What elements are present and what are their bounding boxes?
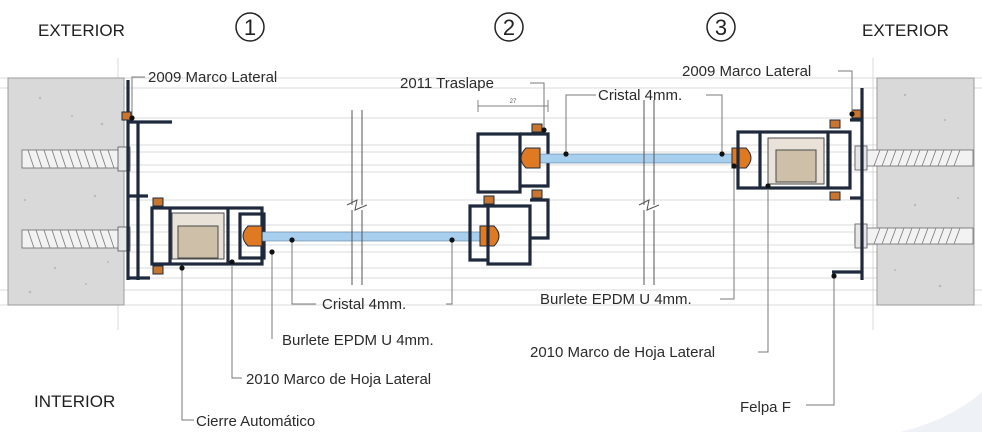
cristal-top-label: Cristal 4mm. bbox=[598, 87, 682, 104]
right-screw-top bbox=[854, 145, 974, 171]
marco-hoja-right-label: 2010 Marco de Hoja Lateral bbox=[530, 344, 715, 361]
left-screw-top bbox=[21, 146, 131, 172]
interior-label: INTERIOR bbox=[34, 392, 115, 411]
marker-3: 3 bbox=[706, 12, 736, 42]
cierre-label: Cierre Automático bbox=[196, 413, 315, 430]
dimension-label: 27 bbox=[510, 99, 517, 105]
cristal-bottom-label: Cristal 4mm. bbox=[322, 296, 406, 313]
right-screw-bottom bbox=[854, 223, 974, 249]
page-corner-shade bbox=[900, 392, 982, 432]
left-wall bbox=[7, 77, 125, 306]
marco-hoja-left-label: 2010 Marco de Hoja Lateral bbox=[246, 371, 431, 388]
right-wall bbox=[876, 77, 975, 306]
marker-1: 1 bbox=[235, 12, 265, 42]
right-lock-block bbox=[767, 137, 825, 185]
exterior-right-label: EXTERIOR bbox=[862, 21, 949, 40]
marco-lateral-left-label: 2009 Marco Lateral bbox=[148, 69, 277, 86]
marker-3-label: 3 bbox=[715, 15, 727, 40]
marco-lateral-right-label: 2009 Marco Lateral bbox=[682, 63, 811, 80]
glass-pane-1 bbox=[242, 225, 500, 247]
right-frame-profile bbox=[736, 88, 864, 280]
leader-lines bbox=[131, 70, 853, 421]
marker-2-label: 2 bbox=[503, 15, 515, 40]
marker-1-label: 1 bbox=[244, 15, 256, 40]
felpa-label: Felpa F bbox=[740, 399, 791, 416]
dimension-27: 27 bbox=[477, 99, 549, 112]
left-frame-pads bbox=[121, 111, 164, 275]
burlete-left-label: Burlete EPDM U 4mm. bbox=[282, 332, 434, 349]
left-screw-bottom bbox=[21, 226, 131, 252]
break-lines bbox=[346, 100, 660, 285]
exterior-left-label: EXTERIOR bbox=[38, 21, 125, 40]
traslape-label: 2011 Traslape bbox=[400, 75, 494, 92]
left-lock-block bbox=[171, 212, 225, 260]
leader-dots bbox=[129, 111, 855, 279]
center-pads bbox=[483, 123, 543, 205]
center-interlock-profile bbox=[468, 132, 550, 266]
marker-2: 2 bbox=[494, 12, 524, 42]
burlete-right-label: Burlete EPDM U 4mm. bbox=[540, 291, 692, 308]
